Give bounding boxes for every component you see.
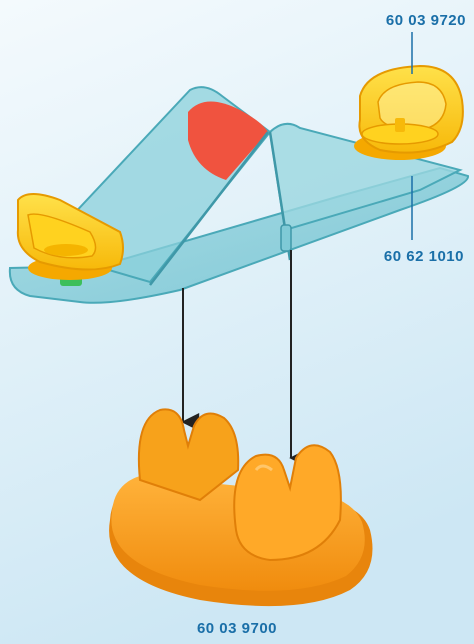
base-part-number: 60 03 9700 — [0, 620, 474, 637]
seat-part-number: 60 03 9720 — [386, 12, 466, 29]
slide-part-number: 60 62 1010 — [384, 248, 464, 265]
